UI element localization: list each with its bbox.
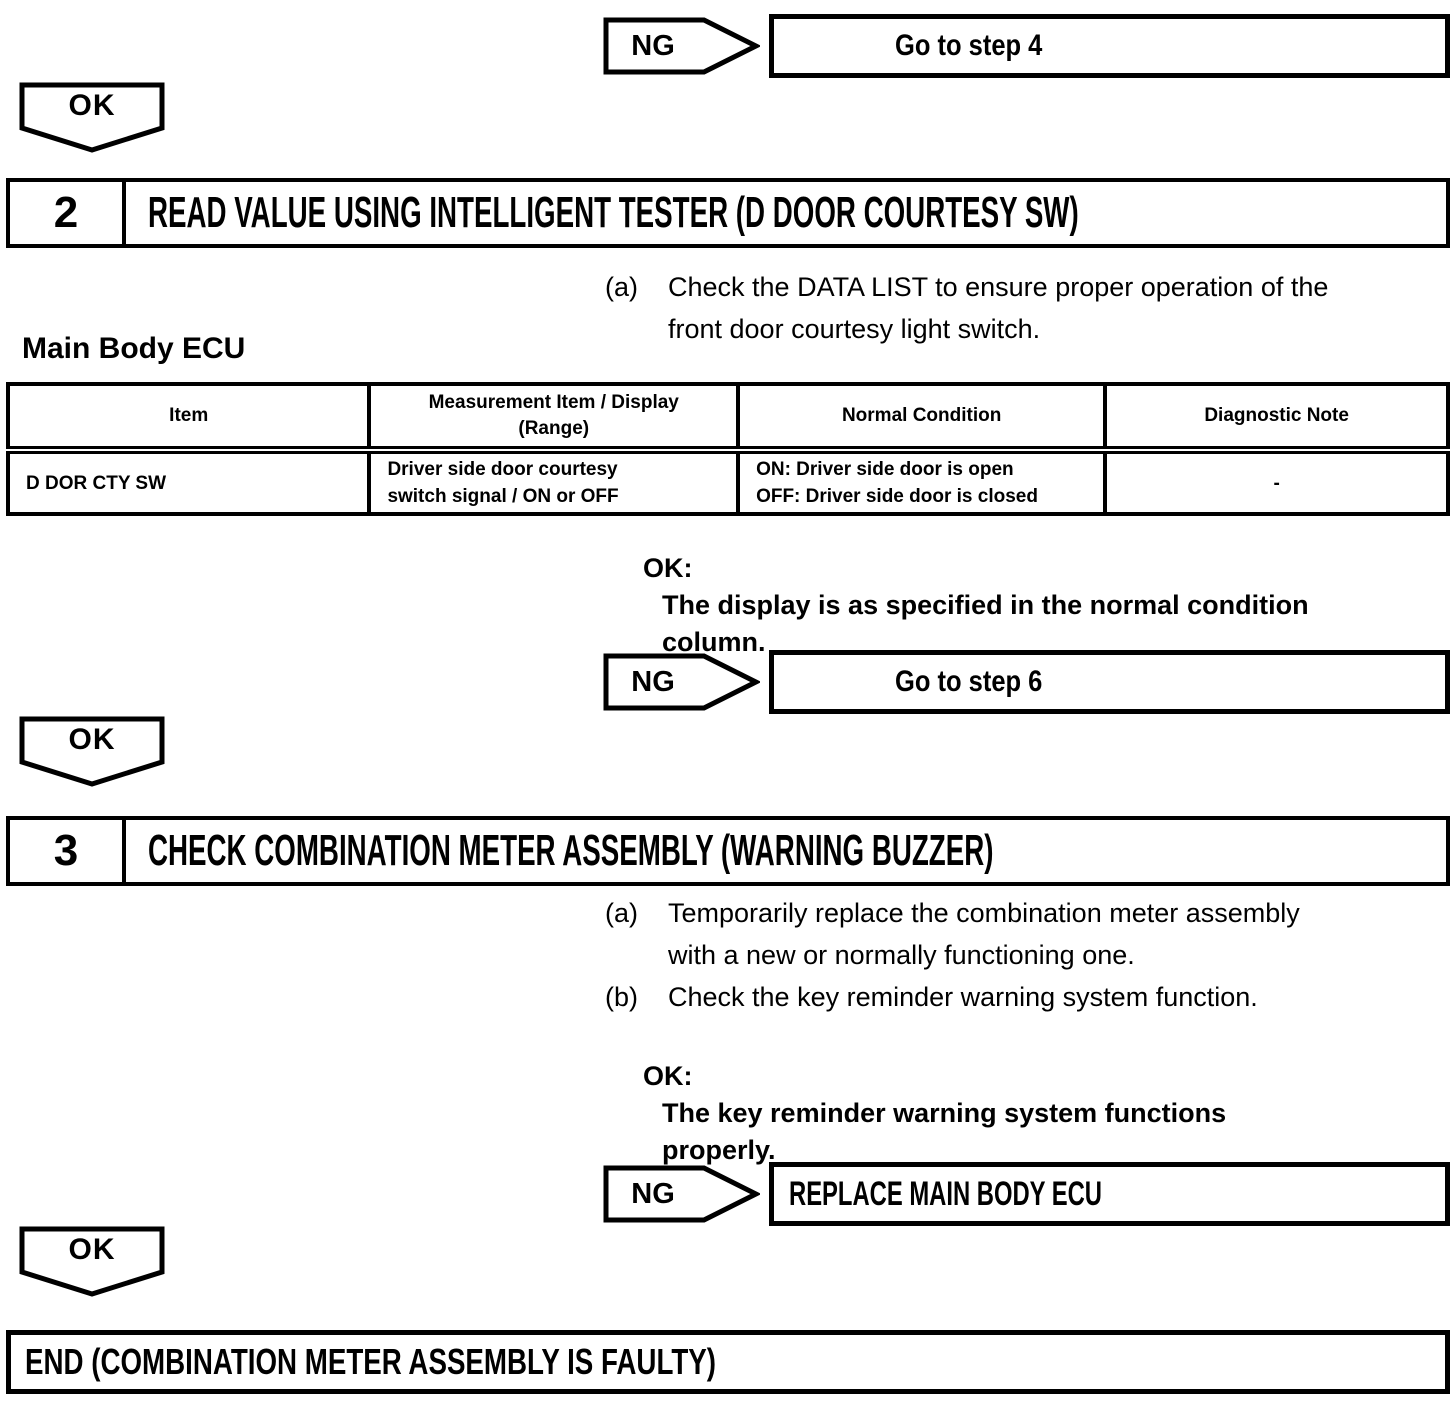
ng-branch-3: NG REPLACE MAIN BODY ECU: [603, 1162, 1450, 1226]
ok-note-heading: OK:: [643, 553, 693, 583]
ok-connector-3: OK: [19, 1226, 165, 1298]
step3-header: 3 CHECK COMBINATION METER ASSEMBLY (WARN…: [6, 816, 1450, 886]
table-header-item: Item: [5, 382, 372, 454]
table-header-diagnostic-note: Diagnostic Note: [1103, 382, 1450, 454]
step3-instruction-a: (a) Temporarily replace the combination …: [605, 892, 1300, 976]
step2-title: READ VALUE USING INTELLIGENT TESTER (D D…: [148, 188, 1079, 237]
instruction-label: (a): [605, 898, 638, 928]
cell-normal-condition: ON: Driver side door is open OFF: Driver…: [736, 448, 1108, 516]
ng-result-text-1: Go to step 4: [895, 29, 1043, 62]
ok-note-body: The key reminder warning system function…: [662, 1098, 1227, 1165]
ng-label: NG: [631, 665, 675, 698]
step3-title-cell: CHECK COMBINATION METER ASSEMBLY (WARNIN…: [126, 820, 1446, 882]
ng-result-text-2: Go to step 6: [895, 665, 1043, 698]
ng-result-box-2: Go to step 6: [769, 650, 1450, 714]
ok-label: OK: [68, 723, 116, 756]
ok-label: OK: [68, 1233, 116, 1266]
ng-label: NG: [631, 29, 675, 62]
instruction-text: Temporarily replace the combination mete…: [668, 898, 1300, 970]
ng-result-box-1: Go to step 4: [769, 14, 1450, 78]
ng-result-text-3: REPLACE MAIN BODY ECU: [789, 1174, 1102, 1213]
cell-item: D DOR CTY SW: [5, 448, 372, 516]
ok-connector-1: OK: [19, 82, 165, 154]
step2-header: 2 READ VALUE USING INTELLIGENT TESTER (D…: [6, 178, 1450, 248]
step3-ok-note: OK: The key reminder warning system func…: [643, 1058, 1226, 1169]
instruction-text: Check the DATA LIST to ensure proper ope…: [668, 272, 1329, 344]
ng-arrow-icon: NG: [603, 653, 760, 711]
ok-label: OK: [68, 89, 116, 122]
data-list-table: Item Measurement Item / Display (Range) …: [5, 382, 1450, 516]
ng-arrow-icon: NG: [603, 17, 760, 75]
ok-note-body: The display is as specified in the norma…: [662, 590, 1309, 657]
step2-ok-note: OK: The display is as specified in the n…: [643, 550, 1309, 661]
instruction-label: (b): [605, 982, 638, 1012]
ok-connector-2: OK: [19, 716, 165, 788]
step3-number: 3: [10, 820, 126, 882]
step3-instruction-b: (b) Check the key reminder warning syste…: [605, 976, 1258, 1018]
end-box: END (COMBINATION METER ASSEMBLY IS FAULT…: [6, 1330, 1450, 1394]
ng-label: NG: [631, 1177, 675, 1210]
ng-result-box-3: REPLACE MAIN BODY ECU: [769, 1162, 1450, 1226]
ng-branch-2: NG Go to step 6: [603, 650, 1450, 714]
cell-measurement: Driver side door courtesy switch signal …: [367, 448, 741, 516]
ng-branch-1: NG Go to step 4: [603, 14, 1450, 78]
step2-title-cell: READ VALUE USING INTELLIGENT TESTER (D D…: [126, 182, 1446, 244]
table-header-normal-condition: Normal Condition: [736, 382, 1108, 454]
cell-diagnostic-note: -: [1103, 448, 1450, 516]
end-box-text: END (COMBINATION METER ASSEMBLY IS FAULT…: [25, 1341, 716, 1382]
table-header-row: Item Measurement Item / Display (Range) …: [5, 382, 1450, 454]
instruction-text: Check the key reminder warning system fu…: [668, 982, 1258, 1012]
table-caption: Main Body ECU: [22, 332, 246, 365]
step3-title: CHECK COMBINATION METER ASSEMBLY (WARNIN…: [148, 826, 994, 875]
ng-arrow-icon: NG: [603, 1165, 760, 1223]
instruction-label: (a): [605, 272, 638, 302]
table-header-measurement: Measurement Item / Display (Range): [367, 382, 741, 454]
table-row: D DOR CTY SW Driver side door courtesy s…: [5, 448, 1450, 516]
step2-instruction-a: (a) Check the DATA LIST to ensure proper…: [605, 266, 1328, 350]
step2-number: 2: [10, 182, 126, 244]
ok-note-heading: OK:: [643, 1061, 693, 1091]
